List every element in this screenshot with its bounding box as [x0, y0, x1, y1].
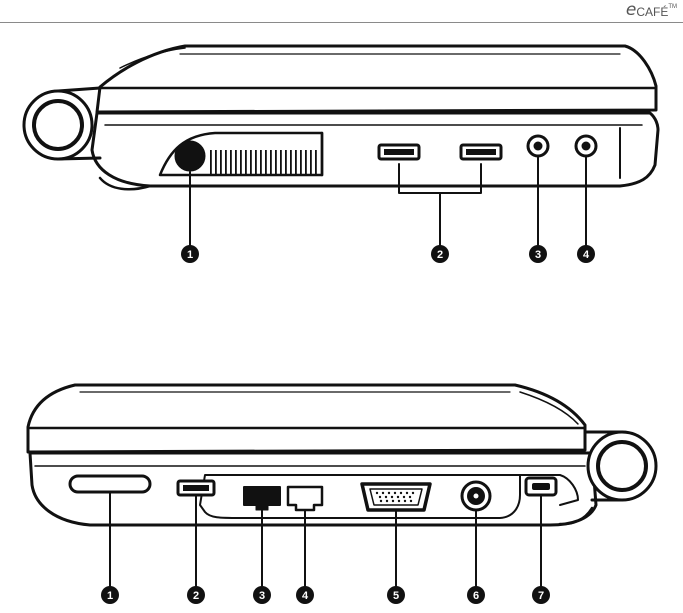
callout-right-1-label: 1: [107, 590, 113, 602]
callout-right-2: 2: [187, 586, 205, 604]
callout-right-5-label: 5: [393, 590, 399, 602]
callout-right-3: 3: [253, 586, 271, 604]
callout-left-2: 2: [431, 245, 449, 263]
callout-left-4-label: 4: [583, 249, 590, 261]
callout-right-7: 7: [532, 586, 550, 604]
callout-right-2-label: 2: [193, 590, 199, 602]
callout-left-2-label: 2: [437, 249, 443, 261]
callout-left-1-label: 1: [187, 249, 193, 261]
callout-right-3-label: 3: [259, 590, 265, 602]
callout-right-4-label: 4: [302, 590, 309, 602]
callout-left-3-label: 3: [535, 249, 541, 261]
callout-right-1: 1: [101, 586, 119, 604]
callout-right-4: 4: [296, 586, 314, 604]
callout-left-4: 4: [577, 245, 595, 263]
callout-right-7-label: 7: [538, 590, 544, 602]
laptop-left-side-view: [24, 46, 658, 245]
callout-left-3: 3: [529, 245, 547, 263]
callout-right-5: 5: [387, 586, 405, 604]
callout-right-6-label: 6: [473, 590, 479, 602]
callout-left-1: 1: [181, 245, 199, 263]
laptop-right-side-view: [28, 385, 656, 586]
callout-right-6: 6: [467, 586, 485, 604]
